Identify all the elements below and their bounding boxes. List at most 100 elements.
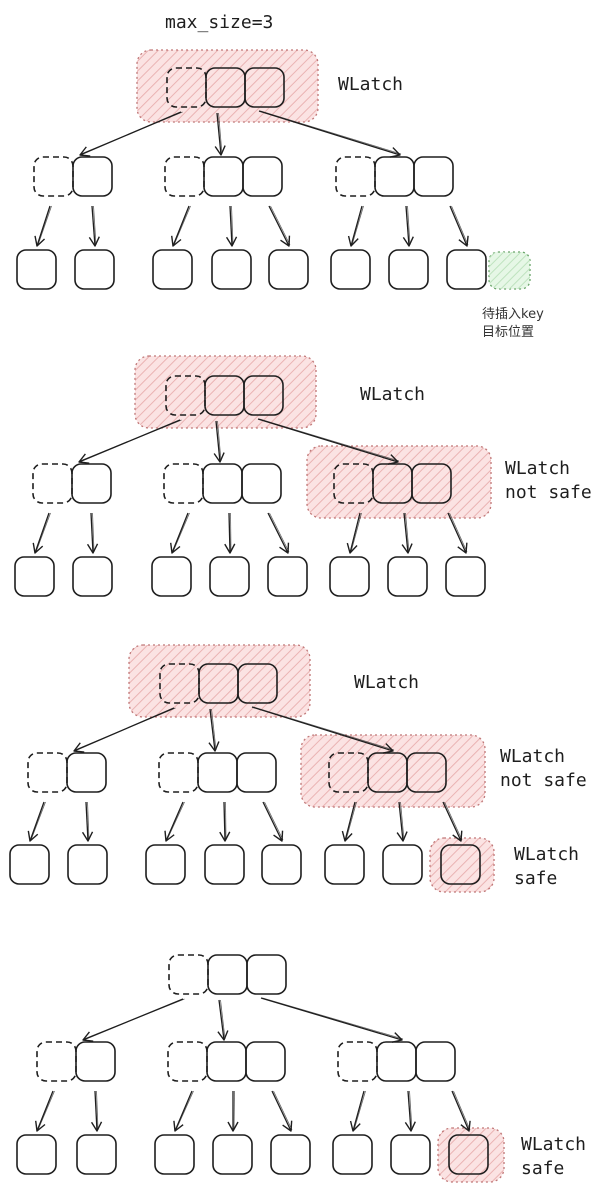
middle-to-leaf-arrow-sketch	[273, 1090, 293, 1131]
middle-to-leaf-arrow-sketch	[264, 801, 284, 841]
right-to-leaf-arrow	[347, 205, 363, 247]
right-to-leaf-arrow	[401, 512, 413, 554]
leaf-node	[382, 844, 423, 885]
right-to-leaf-arrow-sketch	[453, 1090, 471, 1131]
left-to-leaf-arrow-sketch	[96, 1090, 99, 1131]
root-to-right-arrow-sketch	[262, 997, 404, 1040]
root-to-middle-arrow	[213, 420, 225, 463]
leaf-node	[145, 844, 186, 885]
right-to-leaf-arrow	[346, 512, 361, 554]
leaf-latch-label: safe	[521, 1158, 564, 1179]
diagram-title: max_size=3	[165, 12, 273, 33]
internal-node-middle-slot-2	[242, 156, 283, 197]
leaf-node	[270, 1134, 311, 1175]
root-latch-box	[134, 355, 317, 429]
internal-node-middle-slot-1	[202, 463, 243, 504]
root-latch-box	[128, 644, 311, 718]
left-to-leaf-arrow-sketch	[35, 512, 51, 553]
root-node-slot-1	[207, 954, 248, 995]
leaf-node	[14, 556, 55, 597]
right-to-leaf-arrow	[451, 1090, 471, 1132]
root-to-right-arrow-sketch	[259, 418, 400, 462]
leaf-node	[209, 556, 250, 597]
left-to-leaf-arrow-sketch	[37, 205, 52, 246]
root-node-slot-2	[246, 954, 287, 995]
right-to-leaf-arrow-sketch	[400, 801, 405, 841]
internal-node-left-slot-empty	[32, 463, 73, 504]
middle-to-leaf-arrow-sketch	[173, 205, 191, 246]
left-to-leaf-arrow-sketch	[93, 205, 97, 246]
internal-node-right-slot-2	[413, 156, 454, 197]
root-to-middle-arrow-sketch	[218, 112, 223, 155]
left-to-leaf-arrow-sketch	[37, 1090, 55, 1131]
middle-to-leaf-arrow	[173, 1090, 193, 1132]
internal-node-middle-slot-2	[236, 752, 277, 793]
internal-node-left-slot-empty	[27, 752, 68, 793]
right-child-latch-box	[306, 445, 492, 519]
internal-node-right-slot-1	[374, 156, 415, 197]
internal-node-middle-slot-1	[203, 156, 244, 197]
internal-node-right-slot-1	[376, 1041, 417, 1082]
leaf-node	[388, 249, 429, 290]
middle-to-leaf-arrow-sketch	[175, 1090, 194, 1131]
left-to-leaf-arrow-sketch	[92, 512, 95, 553]
leaf-latch-label: WLatch	[514, 844, 579, 865]
root-to-right-arrow	[257, 418, 399, 465]
left-to-leaf-arrow-sketch	[30, 801, 46, 841]
root-node-slot-2	[244, 67, 285, 108]
root-to-right-arrow	[258, 110, 401, 158]
internal-node-left-slot-1	[72, 156, 113, 197]
leaf-node	[448, 1134, 489, 1175]
internal-node-right-slot-2	[411, 463, 452, 504]
middle-to-leaf-arrow	[267, 512, 290, 554]
left-to-leaf-arrow	[27, 801, 45, 842]
right-to-leaf-arrow	[447, 512, 468, 554]
middle-to-leaf-arrow	[224, 512, 236, 554]
middle-to-leaf-arrow-sketch	[231, 205, 234, 246]
root-node-slot-2	[237, 663, 278, 704]
right-to-leaf-arrow-sketch	[350, 512, 362, 553]
left-to-leaf-arrow	[34, 205, 51, 247]
right-latch-label: WLatch	[505, 458, 570, 479]
root-to-right-arrow	[260, 997, 403, 1043]
middle-to-leaf-arrow-sketch	[166, 801, 185, 841]
right-latch-label: not safe	[500, 770, 587, 791]
leaf-node	[212, 1134, 253, 1175]
root-to-middle-arrow	[214, 112, 226, 156]
leaf-latch-label: WLatch	[521, 1134, 586, 1155]
leaf-node	[440, 844, 481, 885]
middle-to-leaf-arrow	[225, 205, 238, 247]
right-to-leaf-arrow-sketch	[351, 205, 364, 246]
middle-to-leaf-arrow	[171, 205, 190, 247]
internal-node-right-slot-empty	[337, 1041, 378, 1082]
leaf-node	[154, 1134, 195, 1175]
root-node-slot-2	[243, 375, 284, 416]
internal-node-middle-slot-empty	[167, 1041, 208, 1082]
middle-to-leaf-arrow-sketch	[172, 512, 190, 553]
internal-node-middle-slot-empty	[163, 463, 204, 504]
internal-node-left-slot-1	[71, 463, 112, 504]
right-to-leaf-arrow-sketch	[353, 1090, 366, 1131]
leaf-node	[268, 249, 309, 290]
leaf-node	[72, 556, 113, 597]
leaf-latch-box	[429, 837, 495, 893]
right-to-leaf-arrow-sketch	[409, 1090, 413, 1131]
left-to-leaf-arrow	[35, 1090, 54, 1132]
internal-node-middle-slot-1	[206, 1041, 247, 1082]
leaf-node	[387, 556, 428, 597]
root-to-left-arrow-sketch	[83, 998, 185, 1040]
right-to-leaf-arrow-sketch	[449, 512, 468, 553]
root-to-middle-arrow	[208, 708, 220, 752]
leaf-node	[16, 249, 57, 290]
root-to-right-arrow-sketch	[253, 706, 395, 751]
internal-node-middle-slot-empty	[164, 156, 205, 197]
middle-to-leaf-arrow-sketch	[269, 512, 290, 553]
internal-node-middle-slot-1	[197, 752, 238, 793]
leaf-node	[261, 844, 302, 885]
internal-node-middle-slot-2	[241, 463, 282, 504]
root-latch-label: WLatch	[354, 672, 419, 693]
internal-node-right-slot-2	[415, 1041, 456, 1082]
leaf-node	[330, 249, 371, 290]
